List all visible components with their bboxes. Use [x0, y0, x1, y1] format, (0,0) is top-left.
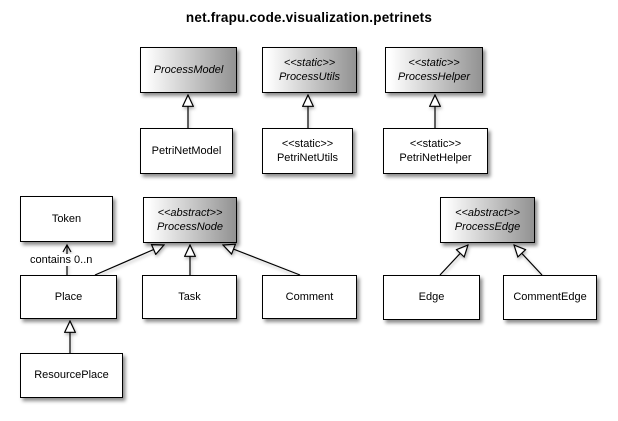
class-box-petrinetmodel[interactable]: PetriNetModel — [140, 128, 233, 174]
class-box-edge[interactable]: Edge — [383, 275, 480, 320]
class-box-comment[interactable]: Comment — [262, 275, 357, 319]
inheritance-line-commentedge-processedge — [514, 245, 543, 276]
inheritance-line-edge-processedge — [439, 245, 468, 276]
inheritance-line-comment-processnode — [223, 245, 301, 276]
class-name: PetriNetUtils — [276, 152, 339, 164]
class-name: ProcessHelper — [397, 71, 471, 83]
class-name: ProcessModel — [153, 63, 224, 76]
class-box-processnode[interactable]: <<abstract>> ProcessNode — [143, 197, 237, 243]
inheritance-line-place-processnode — [94, 245, 164, 276]
class-name: PetriNetModel — [151, 144, 222, 157]
class-box-petrinetutils[interactable]: <<static>> PetriNetUtils — [262, 128, 353, 174]
class-stereotype: <<abstract>> — [455, 206, 520, 219]
diagram-title: net.frapu.code.visualization.petrinets — [185, 10, 433, 25]
class-name: Token — [51, 212, 82, 225]
class-name: Comment — [285, 290, 334, 303]
class-stereotype: <<static>> — [283, 56, 336, 69]
class-box-processutils[interactable]: <<static>> ProcessUtils — [262, 47, 357, 93]
class-name: ProcessNode — [156, 221, 224, 233]
class-box-place[interactable]: Place — [20, 275, 117, 319]
class-box-resourceplace[interactable]: ResourcePlace — [20, 353, 123, 398]
class-box-commentedge[interactable]: CommentEdge — [503, 275, 597, 320]
class-stereotype: <<abstract>> — [157, 206, 223, 219]
class-box-task[interactable]: Task — [142, 275, 237, 319]
class-stereotype: <<static>> — [408, 56, 460, 69]
class-name: ProcessUtils — [278, 71, 341, 83]
association-label-contains: contains 0..n — [28, 254, 95, 266]
class-name: CommentEdge — [513, 291, 587, 304]
class-name: Task — [178, 290, 201, 303]
class-name: ProcessEdge — [454, 221, 521, 233]
class-stereotype: <<static>> — [409, 137, 462, 150]
class-stereotype: <<static>> — [281, 137, 334, 150]
class-name: Edge — [418, 291, 445, 304]
class-box-processmodel[interactable]: ProcessModel — [140, 47, 237, 93]
class-box-processedge[interactable]: <<abstract>> ProcessEdge — [440, 197, 535, 243]
class-name: Place — [54, 290, 83, 303]
class-name: PetriNetHelper — [399, 152, 472, 164]
class-box-petrinethelper[interactable]: <<static>> PetriNetHelper — [383, 128, 488, 174]
class-box-token[interactable]: Token — [20, 196, 113, 242]
class-box-processhelper[interactable]: <<static>> ProcessHelper — [385, 47, 483, 93]
class-name: ResourcePlace — [34, 369, 109, 382]
